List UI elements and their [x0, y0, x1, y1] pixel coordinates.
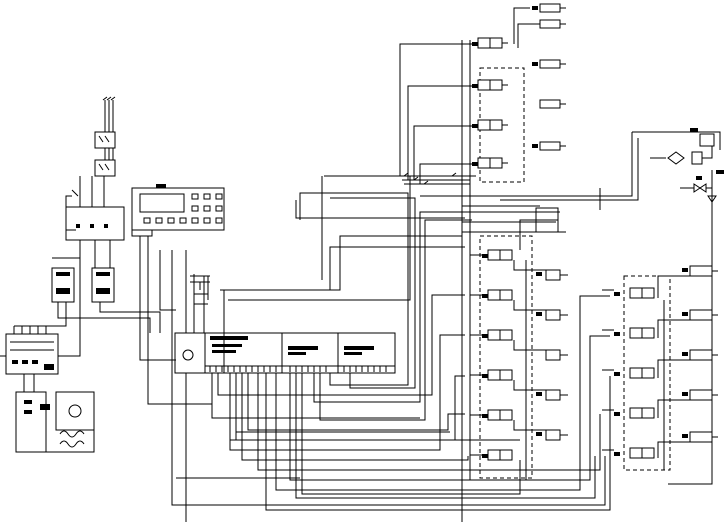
pneumatic-cylinder-icon [545, 349, 568, 361]
filter-regulator-icon [632, 128, 721, 165]
valve-group-frame [623, 275, 671, 471]
solenoid-valve-icon [614, 367, 655, 379]
hmi-keypad-icon [131, 184, 225, 237]
pneumatic-cylinder-icon [536, 269, 568, 281]
solenoid-valve-icon [614, 327, 655, 339]
pneumatic-cylinder-icon [532, 141, 566, 151]
pneumatic-cylinder-icon [539, 99, 566, 109]
pneumatic-cylinder-icon [536, 309, 568, 321]
circuit-breaker-icon [94, 96, 116, 149]
plc-icon [174, 332, 396, 374]
pneumatic-cylinder-icon [536, 389, 568, 401]
solenoid-valve-icon [472, 157, 508, 169]
pneumatic-cylinder-icon [682, 431, 718, 443]
solenoid-valve-icon [614, 407, 655, 419]
solenoid-valve-icon [614, 287, 655, 299]
solenoid-valve-icon [482, 449, 513, 461]
shutoff-valve-icon [680, 170, 724, 203]
relay-icon [51, 267, 75, 303]
transformer-icon [15, 391, 95, 453]
pneumatic-cylinder-icon [513, 3, 566, 44]
pneumatic-cylinder-icon [532, 59, 566, 69]
pneumatic-cylinder-icon [536, 429, 568, 441]
solenoid-valve-icon [614, 447, 655, 459]
valve-group-frame [479, 235, 533, 479]
circuit-breaker-icon [94, 148, 116, 177]
solenoid-valve-icon [472, 119, 508, 131]
pneumatic-cylinder-icon [682, 265, 718, 277]
pneumatic-cylinder-icon [682, 349, 718, 361]
solenoid-valve-icon [472, 37, 508, 49]
pneumatic-cylinder-icon [682, 309, 718, 321]
power-supply-icon [5, 326, 59, 375]
relay-icon [91, 267, 115, 303]
contactor-icon [65, 176, 125, 268]
pneumatic-cylinder-icon [682, 389, 718, 401]
solenoid-valve-icon [482, 289, 513, 301]
solenoid-valve-icon [472, 79, 508, 91]
pneumatic-cylinder-icon [517, 19, 566, 48]
